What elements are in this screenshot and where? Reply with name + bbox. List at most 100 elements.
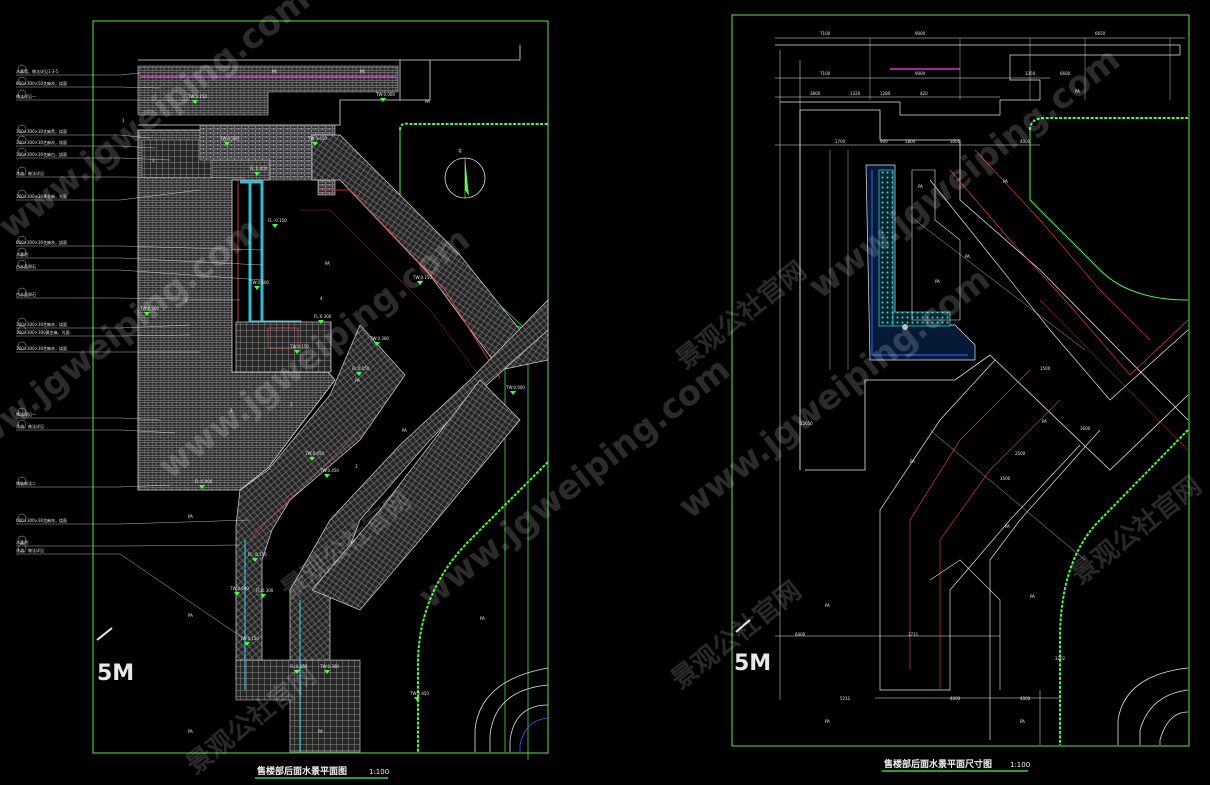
elevation-triangle-icon (254, 172, 260, 176)
scale-bar-label-left: 5M (97, 661, 134, 686)
elevation-label: TW:0.150 (239, 636, 259, 641)
elevation-label: TW:0.000 (375, 92, 395, 97)
paving-code-label: PA (425, 99, 430, 104)
grid-mark: 3 (152, 158, 155, 163)
dimension-label: 3202 (1055, 656, 1066, 661)
callout-label: 水景墙，做法详见1-3-5 (16, 68, 59, 74)
callout-leader-line (119, 176, 246, 179)
callout-index-circle (17, 287, 27, 297)
elevation-triangle-icon (356, 372, 362, 376)
paving-code-label: PA (935, 279, 940, 284)
callout-label: 300×300×30芝麻黑，烧面 (16, 128, 67, 134)
dimension-label: 4000 (950, 696, 961, 701)
scale-bar-right: 5M (734, 619, 771, 676)
elevation-label: TW:0.150 (412, 275, 432, 280)
elevation-triangle-icon (294, 350, 300, 354)
elevation-triangle-icon (312, 142, 318, 146)
elevation-triangle-icon (244, 642, 250, 646)
callout-label: 做法详见一 (16, 93, 36, 99)
elevation-triangle-icon (260, 594, 266, 598)
elevation-triangle-icon (272, 224, 278, 228)
dimension-label: 3800 (810, 91, 821, 96)
callout-leader-line (119, 134, 151, 139)
callout-label: 花池，做法详见 (16, 547, 44, 553)
elevation-label: TW:0.600 (229, 586, 249, 591)
callout-leader-line (119, 269, 263, 281)
callout-index-circle (17, 76, 27, 86)
dimension-label: 5211 (840, 696, 851, 701)
callout-index-circle (17, 407, 27, 417)
elevation-triangle-icon (234, 592, 240, 596)
paving-code-label: PA (1030, 594, 1035, 599)
dimension-label: 1320 (850, 91, 861, 96)
callout-leader-line (119, 484, 171, 488)
callout-label: 800×300×50芝麻灰，烧面 (16, 80, 67, 86)
elevation-label: FL:0.300 (314, 314, 332, 319)
callout-index-circle (17, 247, 27, 257)
dimension-label: 1700 (835, 139, 846, 144)
paving-code-label: PA (355, 378, 360, 383)
callout-leader-line (119, 72, 141, 76)
callout-index-circle (17, 124, 27, 134)
elevation-label: FL:0.150 (352, 366, 370, 371)
callout-leader-line (119, 257, 263, 266)
paving-code-label: PA (188, 514, 193, 519)
callout-index-circle (17, 135, 27, 145)
dimension-label: 1280 (880, 91, 891, 96)
paving-code-label: PA (188, 729, 193, 734)
paving-code-label: PA (272, 69, 277, 74)
elevation-label: TW:0.300 (139, 306, 159, 311)
paving-code-label: PA (1075, 89, 1080, 94)
grid-mark: 1 (122, 118, 125, 123)
dimension-label: 4000 (1020, 696, 1031, 701)
callout-leader-line (119, 86, 161, 89)
callout-label: 做法详见一 (16, 411, 36, 417)
callout-label: 花池，做法详见 (16, 423, 44, 429)
scale-bar-left: 5M (96, 627, 134, 686)
elevation-triangle-icon (318, 320, 324, 324)
elevation-label: FL:-0.150 (268, 218, 287, 223)
callout-leader-line (119, 519, 251, 525)
callout-leader-line (119, 544, 241, 547)
callout-leader-line (119, 157, 171, 161)
paving-code-label: PA (1042, 419, 1047, 424)
paving-code-label: PA (965, 254, 970, 259)
callout-label: 水景池 (16, 251, 28, 257)
callout-index-circle (17, 189, 27, 199)
callout-index-circle (17, 476, 27, 486)
callout-label: 300×300×30芝麻灰，烧面 (16, 345, 67, 351)
elevation-label: FL:0.000 (195, 479, 213, 484)
dimension-label: 6400 (795, 632, 806, 637)
elevation-label: FL:0.300 (256, 588, 274, 593)
elevation-label: TW:0.300 (369, 336, 389, 341)
callout-index-circle (17, 325, 27, 335)
callout-index-circle (17, 235, 27, 245)
callout-label: 800×300×30芝麻灰，烧面 (16, 239, 67, 245)
elevation-triangle-icon (192, 100, 198, 104)
callout-leader-line (119, 145, 156, 149)
callout-index-circle (17, 513, 27, 523)
elevation-triangle-icon (252, 558, 258, 562)
dimension-label: 12650 (800, 421, 813, 426)
callout-index-circle (17, 543, 27, 553)
elevation-label: TW:0.150 (289, 344, 309, 349)
left-plan-scale: 1:100 (369, 768, 389, 776)
left-sheet: 北 5M 售楼部后面水景平面图 1:100 (16, 20, 549, 779)
grid-mark: 1 (230, 408, 233, 413)
dimension-label: 3000 (950, 139, 961, 144)
paving-code-label: PA (918, 184, 923, 189)
callout-leader-line (119, 189, 201, 201)
paving-code-label: PA (1005, 524, 1010, 529)
elevation-label: TW:0.000 (505, 385, 525, 390)
callout-label: 水景池 (16, 539, 28, 545)
dimension-label: 1800 (905, 139, 916, 144)
north-arrow-icon: 北 (444, 147, 486, 199)
elevation-label: TW:0.300 (319, 664, 339, 669)
dimension-label: 7100 (820, 31, 831, 36)
callout-label: 铺装做法二 (16, 480, 36, 486)
elevation-label: TW:0.450 (307, 136, 327, 141)
